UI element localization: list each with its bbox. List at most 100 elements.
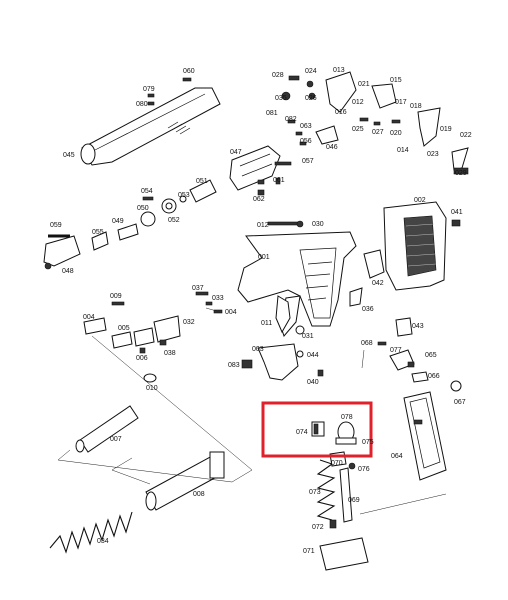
label-076: 076 xyxy=(358,466,370,473)
label-030: 030 xyxy=(312,221,324,228)
label-068: 068 xyxy=(361,340,373,347)
label-017: 017 xyxy=(395,99,407,106)
label-007: 007 xyxy=(110,436,122,443)
label-014: 014 xyxy=(397,147,409,154)
label-004: 004 xyxy=(83,314,95,321)
label-012b: 012 xyxy=(257,222,269,229)
label-018: 018 xyxy=(410,103,422,110)
label-026: 026 xyxy=(305,95,317,102)
label-051: 051 xyxy=(196,178,208,185)
label-025: 025 xyxy=(352,126,364,133)
part-base-plate xyxy=(319,519,369,571)
part-recoil-guide xyxy=(43,223,139,270)
label-083: 083 xyxy=(228,362,240,369)
part-magazine-spring xyxy=(316,459,353,523)
part-trigger-guard xyxy=(241,343,324,381)
label-070: 070 xyxy=(331,460,343,467)
label-001: 001 xyxy=(258,254,270,261)
label-013: 013 xyxy=(333,67,345,74)
label-077: 077 xyxy=(390,347,402,354)
label-039: 004 xyxy=(225,309,237,316)
label-042: 042 xyxy=(372,280,384,287)
part-041 xyxy=(451,219,461,227)
label-011: 011 xyxy=(261,320,272,327)
part-047 xyxy=(229,145,292,196)
label-021: 021 xyxy=(358,81,370,88)
label-016: 016 xyxy=(335,109,347,116)
label-010: 010 xyxy=(146,385,158,392)
label-052: 052 xyxy=(168,217,180,224)
label-035: 035 xyxy=(275,95,287,102)
part-barrel xyxy=(75,405,139,453)
part-078-075 xyxy=(335,421,357,445)
label-057: 057 xyxy=(302,158,314,165)
part-074 xyxy=(311,421,325,437)
label-041: 041 xyxy=(451,209,463,216)
label-065: 065 xyxy=(425,352,437,359)
part-right-small-parts xyxy=(377,317,462,392)
label-069: 069 xyxy=(348,497,360,504)
label-032: 032 xyxy=(183,319,195,326)
label-053: 053 xyxy=(178,192,190,199)
label-005: 005 xyxy=(118,325,130,332)
label-009: 009 xyxy=(110,293,122,300)
part-magazine xyxy=(403,391,447,481)
label-079: 079 xyxy=(143,86,155,93)
label-031: 031 xyxy=(302,333,314,340)
label-036: 036 xyxy=(362,306,374,313)
highlight-box xyxy=(261,401,373,458)
label-067: 067 xyxy=(454,399,466,406)
label-055: 055 xyxy=(92,229,104,236)
part-small-pins xyxy=(147,77,192,106)
part-frame xyxy=(237,220,363,337)
label-062: 062 xyxy=(253,196,265,203)
label-022: 022 xyxy=(460,132,472,139)
part-slide xyxy=(80,87,221,166)
label-060: 060 xyxy=(183,68,195,75)
label-038: 038 xyxy=(164,350,176,357)
label-049: 049 xyxy=(112,218,124,225)
part-labels: 060 079 080 045 028 024 035 026 013 015 … xyxy=(50,67,472,555)
label-082: 082 xyxy=(285,116,297,123)
label-046: 046 xyxy=(326,144,338,151)
label-064: 064 xyxy=(391,453,403,460)
label-054: 054 xyxy=(141,188,153,195)
label-029: 029 xyxy=(455,170,467,177)
part-recoil-spring xyxy=(49,511,133,554)
label-023: 023 xyxy=(427,151,439,158)
label-072: 072 xyxy=(312,524,324,531)
label-037: 037 xyxy=(192,285,204,292)
label-027: 027 xyxy=(372,129,384,136)
label-024: 024 xyxy=(305,68,317,75)
part-long-barrel xyxy=(145,451,225,511)
label-043: 043 xyxy=(412,323,424,330)
label-019: 019 xyxy=(440,126,452,133)
label-074: 074 xyxy=(296,429,308,436)
label-012: 012 xyxy=(352,99,364,106)
label-047: 047 xyxy=(230,149,242,156)
label-081: 081 xyxy=(266,110,278,117)
part-004-group xyxy=(83,301,181,383)
part-trigger xyxy=(275,295,305,335)
label-008: 008 xyxy=(193,491,205,498)
label-044: 044 xyxy=(307,352,319,359)
label-048: 048 xyxy=(62,268,74,275)
part-hammer-group xyxy=(281,71,469,175)
part-042 xyxy=(363,249,385,279)
label-050: 050 xyxy=(137,205,149,212)
label-034: 034 xyxy=(97,538,109,545)
label-045: 045 xyxy=(63,152,75,159)
label-003: 003 xyxy=(252,346,264,353)
part-barrel-bushing xyxy=(140,179,217,227)
leader-lines xyxy=(57,307,447,515)
part-grip-panel xyxy=(383,201,447,291)
label-015: 015 xyxy=(390,77,402,84)
label-033: 033 xyxy=(212,295,224,302)
label-040: 040 xyxy=(307,379,319,386)
label-002: 002 xyxy=(414,197,426,204)
label-028: 028 xyxy=(272,72,284,79)
label-006: 006 xyxy=(136,355,148,362)
label-073: 073 xyxy=(309,489,321,496)
label-075: 075 xyxy=(362,439,374,446)
